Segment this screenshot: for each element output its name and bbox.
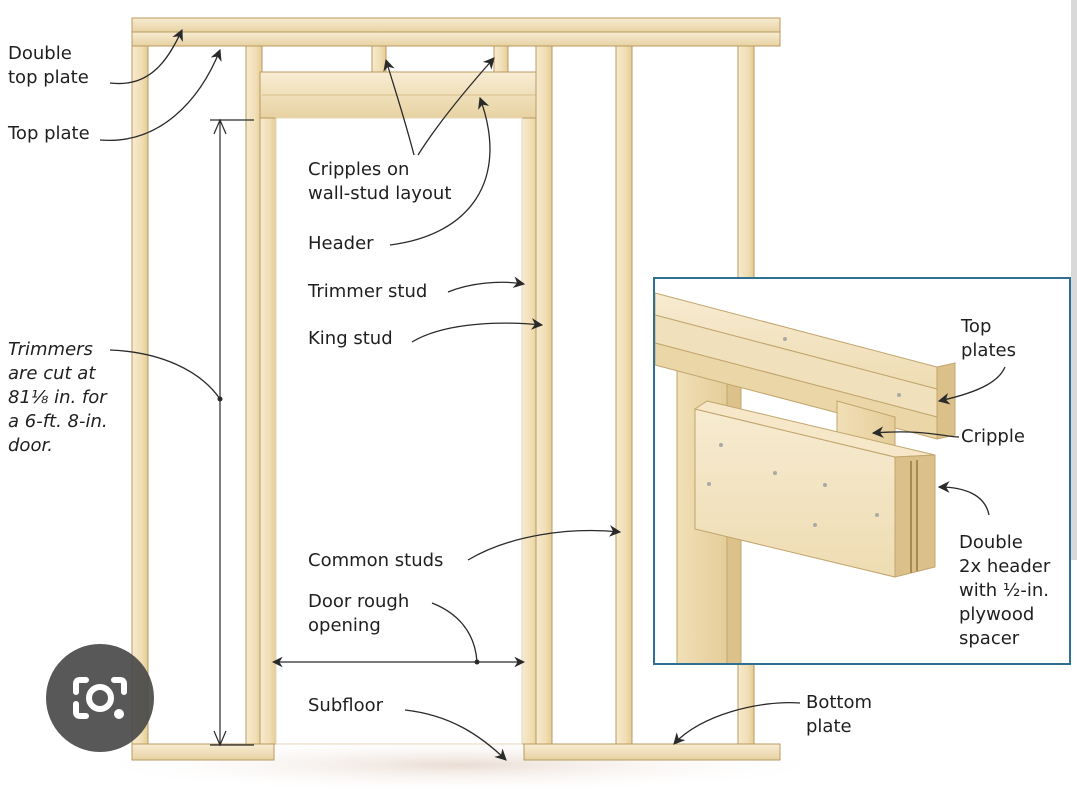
king-stud-right [535,45,553,745]
trimmer-stud-left [259,117,277,745]
door-opening [275,117,523,745]
scrollbar[interactable] [1071,0,1077,560]
label-trimmers-note: Trimmers are cut at 81⅛ in. for a 6-ft. … [8,339,108,456]
inset-label-cripple: Cripple [961,426,1025,447]
cripple-1 [371,45,387,73]
label-bottom-plate: Bottom plate [806,692,873,737]
inset-label-top-plates: Top plates [961,316,1016,361]
label-double-top-plate: Double top plate [8,43,89,88]
label-cripples-layout: Cripples on wall-stud layout [308,159,452,204]
label-top-plate: Top plate [8,123,90,144]
double-top-plate [131,17,781,33]
inset-label-double-header: Double 2x header with ½-in. plywood spac… [959,532,1051,649]
top-plate [131,31,781,47]
bottom-plate-left [131,743,275,761]
header-detail-inset: Top plates Cripple Double 2x header with… [653,277,1071,665]
label-subfloor: Subfloor [308,695,384,716]
header-detail-drawing [655,292,1006,663]
common-stud-left [131,45,149,745]
label-common-studs: Common studs [308,550,444,571]
camera-lens-icon [73,677,127,719]
bottom-plate-right [523,743,781,761]
label-king-stud: King stud [308,328,393,349]
label-trimmer-stud: Trimmer stud [308,281,428,302]
camera-lens-button[interactable] [46,644,154,752]
common-stud-mid [615,45,633,745]
label-header: Header [308,233,374,254]
cripple-2 [493,45,509,73]
label-door-rough-opening: Door rough opening [308,591,410,636]
